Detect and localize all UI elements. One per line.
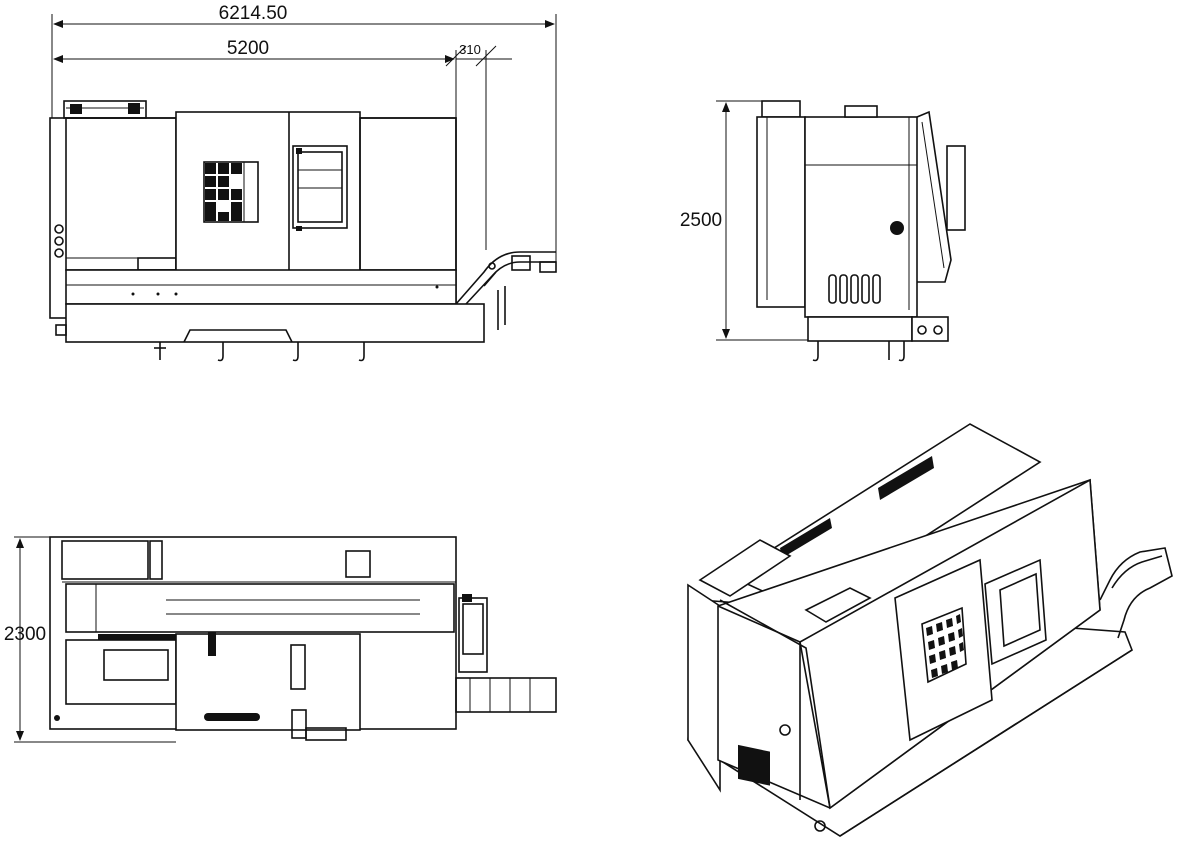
side-vent-slots — [828, 274, 881, 304]
dimension-height: 2500 — [680, 100, 808, 341]
dimension-machine-length: 5200 310 — [53, 38, 512, 250]
dimension-depth: 2300 — [4, 536, 176, 743]
dim-depth-label: 2300 — [4, 624, 46, 645]
keypad-grid — [205, 162, 245, 222]
dim-height-label: 2500 — [680, 210, 722, 231]
side-view: 2500 — [680, 100, 966, 362]
isometric-view — [687, 423, 1173, 837]
front-view: 6214.50 5200 310 — [49, 3, 557, 362]
leveling-feet — [154, 342, 365, 362]
dim-small-offset-label: 310 — [459, 42, 481, 57]
top-view: 2300 — [4, 536, 557, 743]
iso-keypad — [921, 606, 967, 684]
dim-machine-length-label: 5200 — [227, 38, 269, 59]
dimension-overall-length: 6214.50 — [51, 3, 557, 270]
chip-conveyor — [455, 251, 557, 330]
dim-overall-length-label: 6214.50 — [219, 3, 288, 24]
